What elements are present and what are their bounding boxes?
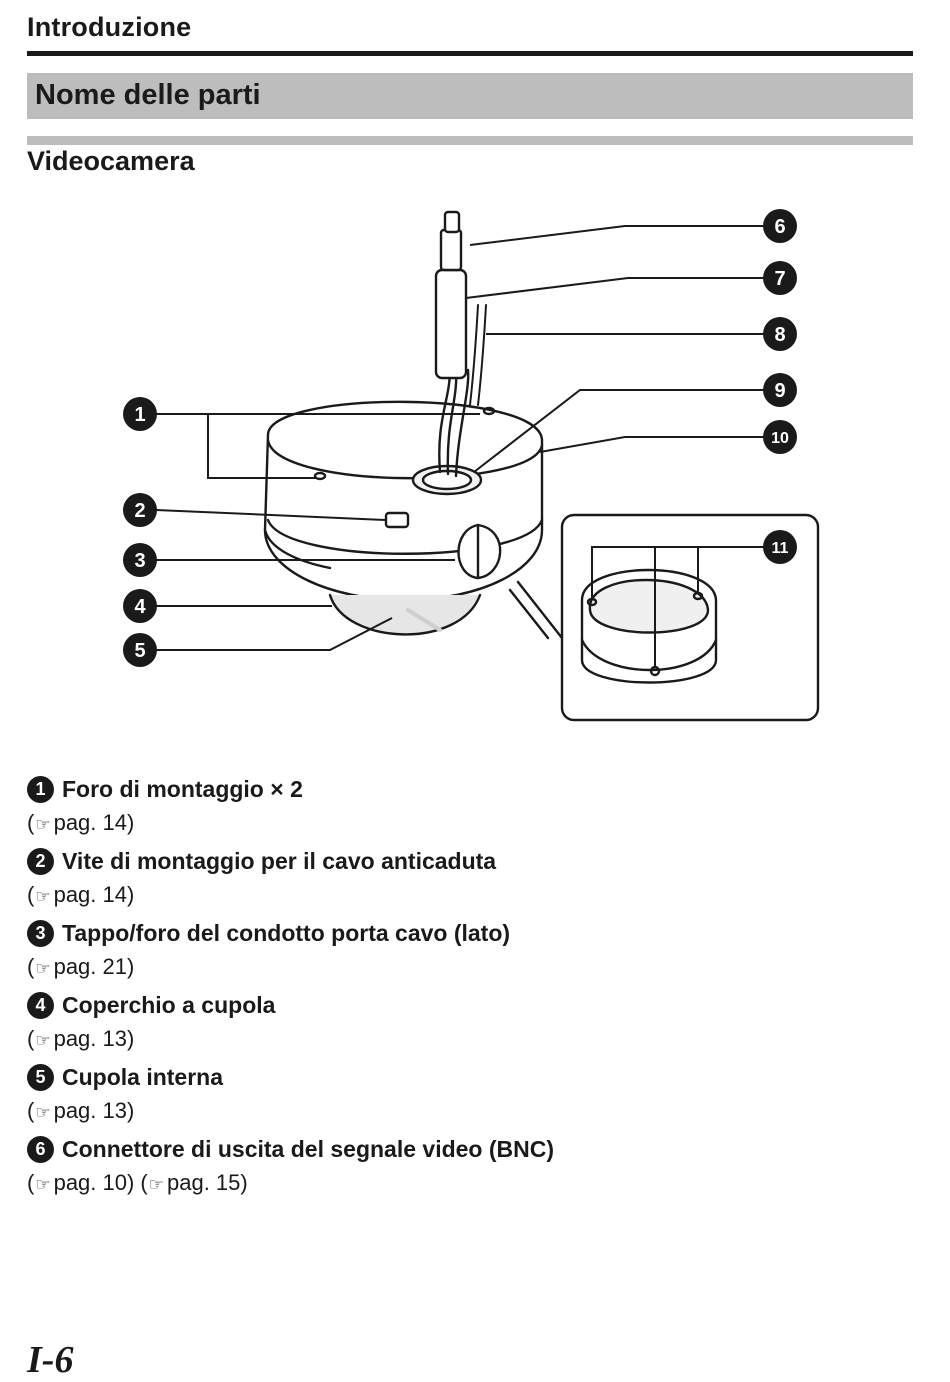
page-reference-link[interactable]: pag. 14 [53,882,127,907]
list-item: 2 Vite di montaggio per il cavo anticadu… [27,844,907,916]
callout-8-badge [763,317,797,351]
pointing-hand-icon: ☞ [35,887,51,906]
inner-dome-shape [328,593,482,636]
title-band: Nome delle parti [27,73,913,119]
callout-2-badge [123,493,157,527]
cable-screw-icon [384,511,410,529]
callout-10-badge [763,420,797,454]
pointing-hand-icon: ☞ [35,1175,51,1194]
page-title: Nome delle parti [35,79,261,111]
page-reference-link[interactable]: pag. 14 [53,810,127,835]
camera-top-rim [266,438,544,480]
side-conduit-plug-icon [457,523,502,580]
page-reference: (☞pag. 10) (☞pag. 15) [27,1166,907,1200]
page-reference-link[interactable]: pag. 15 [167,1170,241,1195]
callout-3-badge [123,543,157,577]
part-number-badge: 2 [27,847,54,875]
callout-1-label: 1 [134,404,145,426]
callout-3-label: 3 [134,550,145,572]
inset-screw-icon [586,597,598,607]
part-number-badge: 6 [27,1135,54,1163]
callout-6-label: 6 [774,216,785,238]
cable-sleeve-icon [434,268,468,380]
callout-2-label: 2 [134,500,145,522]
callout-7-badge [763,261,797,295]
callout-8-label: 8 [774,324,785,346]
page-reference-link[interactable]: pag. 13 [53,1026,127,1051]
mounting-hole-icon [482,406,496,416]
pointing-hand-icon: ☞ [35,1031,51,1050]
pointing-hand-icon: ☞ [35,815,51,834]
callout-5-badge [123,633,157,667]
callout-5-label: 5 [134,640,145,662]
list-item: 1 Foro di montaggio × 2 (☞pag. 14) [27,772,907,844]
part-number-badge: 4 [27,991,54,1019]
part-title: Tappo/foro del condotto porta cavo (lato… [62,919,511,946]
callout-10-label: 10 [771,430,789,447]
header-rule [27,51,913,56]
pointing-hand-icon: ☞ [148,1175,164,1194]
page-reference: (☞pag. 13) [27,1094,907,1128]
section-header: Introduzione [27,12,192,42]
page-reference: (☞pag. 13) [27,1022,907,1056]
page-reference-link[interactable]: pag. 10 [53,1170,127,1195]
page-reference: (☞pag. 14) [27,806,907,840]
page-number: I-6 [27,1339,74,1381]
inset-screw-icon [692,591,704,601]
parts-list: 1 Foro di montaggio × 2 (☞pag. 14) 2 Vit… [27,772,907,1204]
part-number-badge: 3 [27,919,54,947]
callout-9-label: 9 [774,380,785,402]
camera-diagram: 6 7 8 9 10 11 1 2 3 4 5 [123,209,820,722]
list-item: 5 Cupola interna (☞pag. 13) [27,1060,907,1132]
part-title: Connettore di uscita del segnale video (… [62,1135,555,1162]
part-title: Vite di montaggio per il cavo anticaduta [62,847,497,874]
page-reference-link[interactable]: pag. 21 [53,954,127,979]
bnc-connector-icon [439,228,463,272]
callout-7-label: 7 [774,268,785,290]
title-rule [27,136,913,145]
camera-body-outline [263,400,544,602]
pointing-hand-icon: ☞ [35,1103,51,1122]
part-number-badge: 5 [27,1063,54,1091]
list-item: 6 Connettore di uscita del segnale video… [27,1132,907,1204]
subsection-title: Videocamera [27,146,195,176]
callout-4-label: 4 [134,596,146,618]
callout-11-badge [763,530,797,564]
list-item: 3 Tappo/foro del condotto porta cavo (la… [27,916,907,988]
callout-1-badge [123,397,157,431]
page-reference: (☞pag. 21) [27,950,907,984]
part-title: Foro di montaggio × 2 [62,775,303,802]
mounting-hole-icon [313,471,327,481]
page-reference-link[interactable]: pag. 13 [53,1098,127,1123]
callout-4-badge [123,589,157,623]
part-number-badge: 1 [27,775,54,803]
wire-icon [469,304,479,406]
part-title: Cupola interna [62,1063,224,1090]
cable-icon [438,368,452,474]
callout-11-label: 11 [772,540,789,557]
page-reference: (☞pag. 14) [27,878,907,912]
part-title: Coperchio a cupola [62,991,276,1018]
callout-9-badge [763,373,797,407]
list-item: 4 Coperchio a cupola (☞pag. 13) [27,988,907,1060]
pointing-hand-icon: ☞ [35,959,51,978]
callout-6-badge [763,209,797,243]
